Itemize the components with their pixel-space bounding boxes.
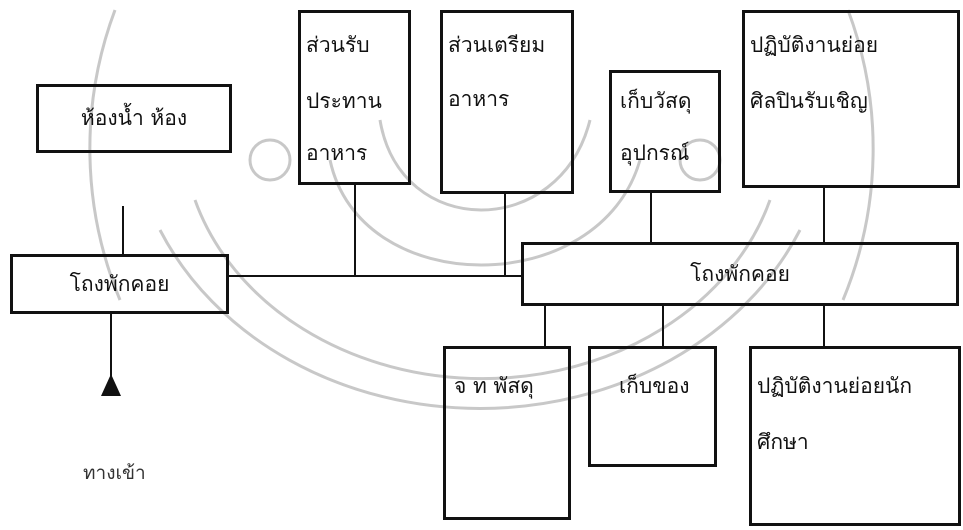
equipment-storage-line-2: อุปกรณ์	[620, 143, 689, 164]
student-office-line-1: ปฏิบัติงานย่อยนัก	[757, 376, 912, 397]
supply-officer-box: จ ท พัสดุ	[443, 346, 571, 520]
entrance-arrow	[101, 374, 121, 396]
student-office-line-2: ศึกษา	[757, 432, 809, 453]
left-waiting-hall-box: โถงพักคอย	[10, 254, 229, 314]
storage-label: เก็บของ	[619, 376, 689, 397]
artist-office-box: ปฏิบัติงานย่อย ศิลปินรับเชิญ	[742, 10, 960, 188]
artist-office-line-2: ศิลปินรับเชิญ	[750, 91, 868, 112]
central-waiting-hall-box: โถงพักคอย	[521, 242, 959, 306]
artist-office-line-1: ปฏิบัติงานย่อย	[750, 35, 878, 56]
food-prep-box: ส่วนเตรียม อาหาร	[440, 10, 574, 194]
central-waiting-hall-label: โถงพักคอย	[690, 264, 790, 285]
food-prep-line-1: ส่วนเตรียม	[448, 35, 545, 56]
storage-box: เก็บของ	[588, 346, 717, 467]
supply-officer-label: จ ท พัสดุ	[454, 376, 534, 397]
dining-line-2: ประทาน	[306, 91, 382, 112]
restroom-box: ห้องน้ำ ห้อง	[36, 84, 232, 153]
left-waiting-hall-label: โถงพักคอย	[70, 274, 170, 295]
entrance-label: ทางเข้า	[83, 458, 146, 488]
student-office-box: ปฏิบัติงานย่อยนัก ศึกษา	[749, 346, 961, 526]
equipment-storage-line-1: เก็บวัสดุ	[620, 91, 691, 112]
restroom-label: ห้องน้ำ ห้อง	[81, 108, 187, 129]
dining-line-1: ส่วนรับ	[306, 35, 370, 56]
dining-box: ส่วนรับ ประทาน อาหาร	[298, 10, 411, 185]
food-prep-line-2: อาหาร	[448, 89, 509, 110]
equipment-storage-box: เก็บวัสดุ อุปกรณ์	[609, 70, 721, 193]
dining-line-3: อาหาร	[306, 143, 367, 164]
